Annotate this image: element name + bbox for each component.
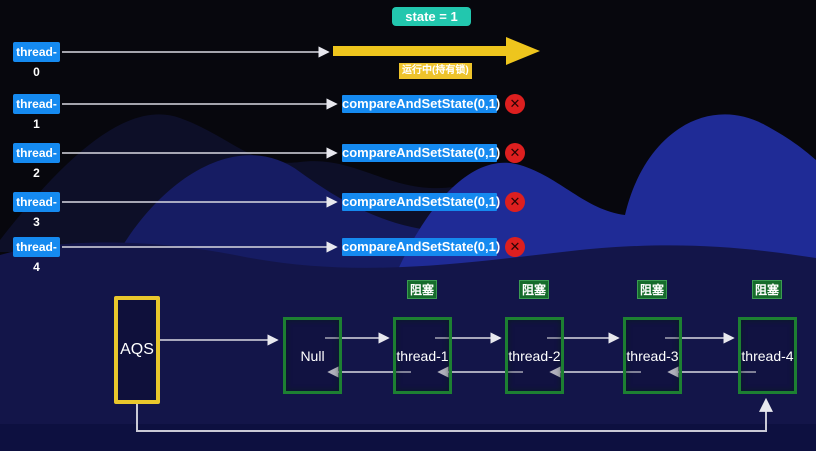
thread-4-label: thread-4 xyxy=(13,237,60,274)
running-status-badge: 运行中(持有锁) xyxy=(399,63,472,79)
cas-fail-icon: ✕ xyxy=(505,192,525,212)
cas-call-thread-3: compareAndSetState(0,1) xyxy=(342,193,501,211)
running-arrow-head xyxy=(506,37,540,65)
aqs-box: AQS xyxy=(114,296,160,404)
cas-fail-icon: ✕ xyxy=(505,94,525,114)
thread-1-label: thread-1 xyxy=(13,94,60,131)
blocked-badge-thread-1: 阻塞 xyxy=(407,280,437,299)
state-badge: state = 1 xyxy=(392,7,471,26)
queue-node-null: Null xyxy=(283,317,342,394)
thread-0-label: thread-0 xyxy=(13,42,60,79)
aqs-label: AQS xyxy=(120,341,154,358)
cas-call-thread-1: compareAndSetState(0,1) xyxy=(342,95,501,113)
cas-call-thread-2: compareAndSetState(0,1) xyxy=(342,144,501,162)
queue-node-thread-2: thread-2 xyxy=(505,317,564,394)
blocked-badge-thread-4: 阻塞 xyxy=(752,280,782,299)
queue-node-thread-4: thread-4 xyxy=(738,317,797,394)
queue-node-thread-3: thread-3 xyxy=(623,317,682,394)
blocked-badge-thread-2: 阻塞 xyxy=(519,280,549,299)
cas-fail-icon: ✕ xyxy=(505,143,525,163)
running-arrow-shaft xyxy=(333,46,506,56)
cas-call-thread-4: compareAndSetState(0,1) xyxy=(342,238,501,256)
queue-node-thread-1: thread-1 xyxy=(393,317,452,394)
thread-3-label: thread-3 xyxy=(13,192,60,229)
blocked-badge-thread-3: 阻塞 xyxy=(637,280,667,299)
thread-2-label: thread-2 xyxy=(13,143,60,180)
cas-fail-icon: ✕ xyxy=(505,237,525,257)
